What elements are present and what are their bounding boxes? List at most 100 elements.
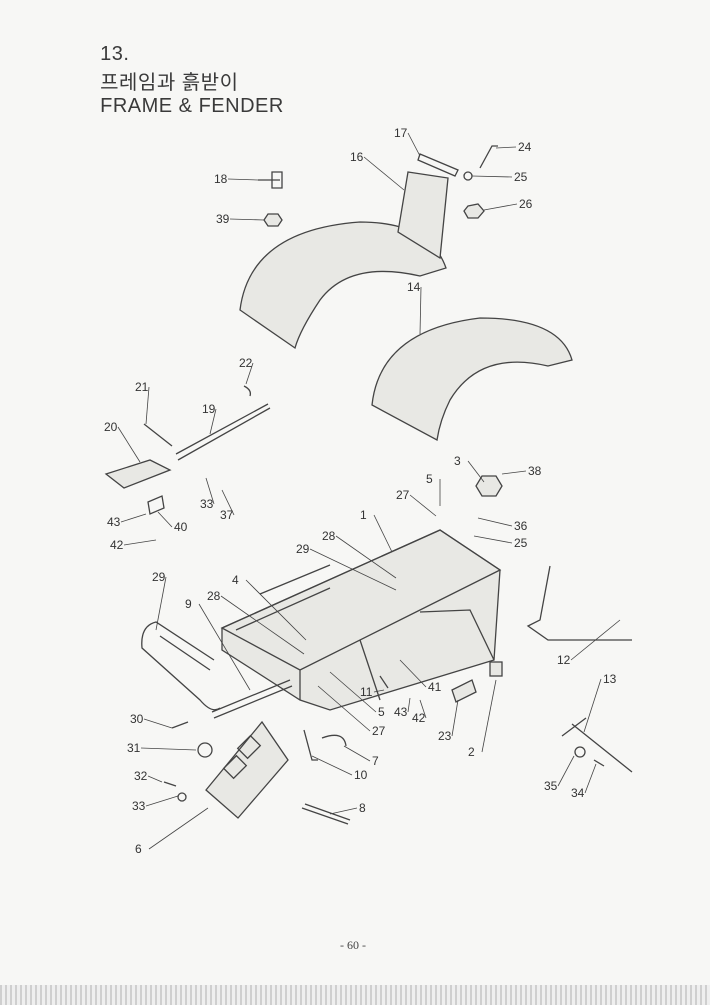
leader-line-24 [495,146,517,149]
lever-13 [561,717,633,773]
nut-26 [463,203,485,219]
washer-33 [177,792,187,802]
nut-39 [263,213,283,227]
leader-line-18 [227,178,259,181]
leader-line-38 [501,470,527,475]
callout-27: 27 [372,724,386,738]
bolt-34 [593,759,605,767]
callout-33: 33 [200,497,214,511]
callout-24: 24 [518,140,532,154]
clip-7 [321,734,347,747]
bolt-21 [143,423,173,447]
callout-10: 10 [354,768,368,782]
callout-25: 25 [514,536,528,550]
fender-lower [371,317,573,442]
callout-28: 28 [207,589,221,603]
callout-26: 26 [519,197,533,211]
frame-slot [235,564,331,631]
callout-35: 35 [544,779,558,793]
leader-line-8 [329,807,358,815]
leader-line-25 [471,175,513,178]
callout-5: 5 [378,705,385,719]
callout-29: 29 [296,542,310,556]
callout-9: 9 [185,597,192,611]
callout-18: 18 [214,172,228,186]
nut-38 [475,475,503,497]
callout-19: 19 [202,402,216,416]
callout-30: 30 [130,712,144,726]
section-title-korean: 프레임과 흙받이 [100,72,239,94]
leader-line-14 [419,286,422,335]
leader-line-23 [451,699,459,737]
leader-line-41 [399,659,427,688]
washer-35 [574,746,586,758]
leader-line-9 [198,603,251,691]
bracket-20 [104,459,172,489]
bolt-18 [258,171,283,189]
leader-line-27 [317,685,371,732]
leader-line-42 [419,699,427,719]
leader-line-37 [221,489,235,516]
leader-line-12 [570,619,621,661]
leader-line-34 [584,763,597,794]
leader-line-17 [407,132,421,157]
parts-drawing [104,145,633,825]
leader-line-19 [209,408,217,435]
callout-43: 43 [394,705,408,719]
callout-42: 42 [412,711,426,725]
callout-6: 6 [135,842,142,856]
callout-12: 12 [557,653,571,667]
leader-line-33 [205,477,215,505]
fender-upper [239,221,447,350]
callout-1: 1 [360,508,367,522]
callout-43: 43 [107,515,121,529]
leader-line-22 [245,362,254,385]
leader-line-2 [481,679,497,753]
guard-window-1 [222,754,248,780]
callout-40: 40 [174,520,188,534]
leader-line-6 [148,807,209,850]
section-number: 13. [100,43,130,65]
callout-31: 31 [127,741,141,755]
leader-line-36 [477,517,513,527]
main-frame [221,529,501,711]
guard-6 [205,720,289,819]
washer-31 [197,742,213,758]
leader-line-31 [140,747,197,751]
leader-line-27 [409,494,437,517]
bolt-23 [451,679,477,703]
leader-line-43 [407,697,411,713]
pin-30 [171,721,189,729]
clip-22 [243,385,252,397]
leader-line-20 [117,426,141,463]
callout-33: 33 [132,799,146,813]
leader-lines [117,132,621,850]
frame-side [220,529,502,701]
leader-line-25 [473,535,513,544]
part-2 [489,661,503,677]
leader-line-40 [157,511,173,528]
callout-13: 13 [603,672,617,686]
callout-16: 16 [350,150,364,164]
mud-flap [397,171,449,260]
callout-41: 41 [428,680,442,694]
leader-line-3 [467,460,485,483]
callout-2: 2 [468,745,475,759]
callout-17: 17 [394,126,408,140]
leader-line-35 [557,755,575,787]
leader-line-11 [373,689,385,693]
washer-25 [463,171,473,181]
leader-line-32 [147,775,163,783]
callout-28: 28 [322,529,336,543]
pin-32 [163,781,177,787]
callout-25: 25 [514,170,528,184]
section-title-english: FRAME & FENDER [100,95,284,117]
callout-8: 8 [359,801,366,815]
callout-22: 22 [239,356,253,370]
leader-line-30 [143,718,173,729]
leader-line-7 [343,745,371,762]
callout-39: 39 [216,212,230,226]
callout-3: 3 [454,454,461,468]
leader-line-5 [329,671,377,713]
